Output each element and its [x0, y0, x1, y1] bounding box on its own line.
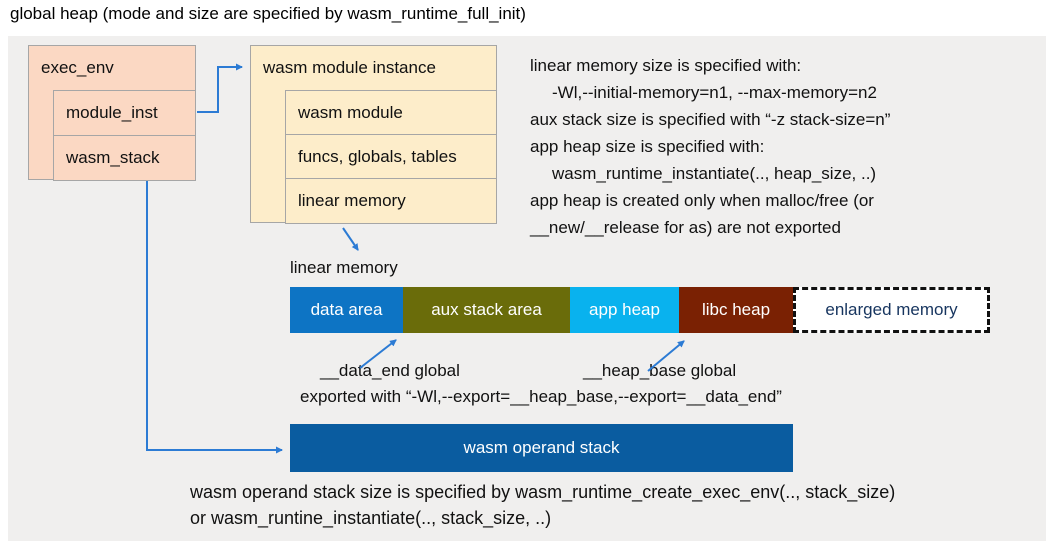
segment-data-area: data area — [290, 287, 403, 333]
note-line: wasm_runtime_instantiate(.., heap_size, … — [552, 164, 877, 183]
right-notes-block: linear memory size is specified with: -W… — [530, 52, 890, 241]
module-row-funcs-globals-tables: funcs, globals, tables — [285, 134, 497, 179]
diagram-title: global heap (mode and size are specified… — [10, 4, 526, 23]
heap-base-global-label: __heap_base global — [583, 361, 737, 380]
note-line: app heap is created only when malloc/fre… — [530, 191, 874, 210]
segment-aux-stack-area: aux stack area — [403, 287, 570, 333]
segment-app-heap: app heap — [570, 287, 679, 333]
exec-env-row-module-inst: module_inst — [53, 90, 196, 136]
note-line: __new/__release for as) are not exported — [530, 218, 841, 237]
module-row-wasm-module: wasm module — [285, 90, 497, 135]
segment-enlarged-memory: enlarged memory — [793, 287, 990, 333]
note-line: -Wl,--initial-memory=n1, --max-memory=n2 — [552, 83, 877, 102]
linear-memory-label: linear memory — [290, 258, 398, 277]
bottom-notes-block: wasm operand stack size is specified by … — [190, 479, 895, 531]
wasm-operand-stack-bar: wasm operand stack — [290, 424, 793, 472]
wasm-module-instance-header: wasm module instance — [263, 58, 436, 77]
exec-env-box: exec_env module_inst wasm_stack — [28, 45, 196, 181]
exec-env-header: exec_env — [41, 58, 114, 77]
note-line: wasm operand stack size is specified by … — [190, 482, 896, 502]
module-row-linear-memory: linear memory — [285, 178, 497, 224]
note-line: linear memory size is specified with: — [530, 56, 802, 75]
segment-libc-heap: libc heap — [679, 287, 793, 333]
exported-with-label: exported with “-Wl,--export=__heap_base,… — [300, 387, 782, 406]
note-line: app heap size is specified with: — [530, 137, 765, 156]
wasm-module-instance-box: wasm module instance wasm module funcs, … — [250, 45, 497, 224]
note-line: or wasm_runtine_instantiate(.., stack_si… — [190, 508, 552, 528]
note-line: aux stack size is specified with “-z sta… — [530, 110, 891, 129]
data-end-global-label: __data_end global — [320, 361, 460, 380]
exec-env-row-wasm-stack: wasm_stack — [53, 135, 196, 181]
